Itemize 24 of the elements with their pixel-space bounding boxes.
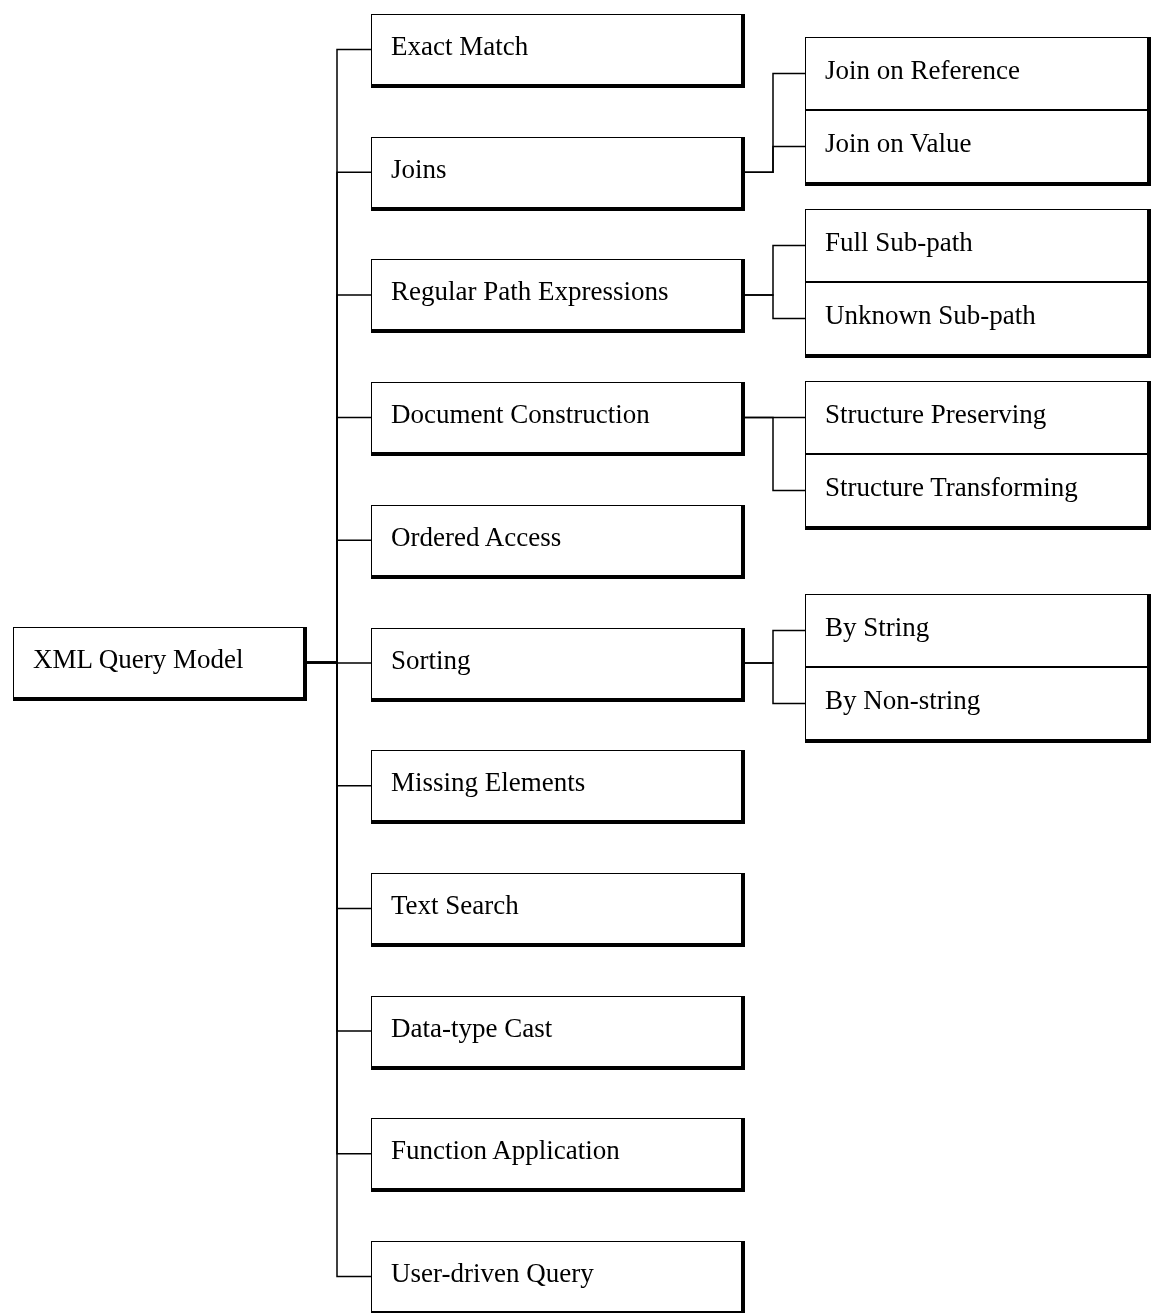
category-box: Document Construction <box>371 382 745 457</box>
connector-line <box>744 416 806 492</box>
category-box: Data-type Cast <box>371 995 745 1070</box>
category-box: Structure Transforming <box>805 454 1151 530</box>
category-box: XML Query Model <box>13 627 307 701</box>
category-box: Joins <box>371 136 745 211</box>
category-box: Missing Elements <box>371 750 745 825</box>
category-box: User-driven Query <box>371 1241 745 1313</box>
category-box: Exact Match <box>371 14 745 88</box>
category-box: Sorting <box>371 627 745 702</box>
category-box: Structure Preserving <box>805 381 1151 457</box>
category-box: Join on Reference <box>805 37 1151 113</box>
category-box: Regular Path Expressions <box>371 259 745 334</box>
category-box: Ordered Access <box>371 504 745 579</box>
category-box: By String <box>805 594 1151 670</box>
category-box: Join on Value <box>805 110 1151 186</box>
category-box: Unknown Sub-path <box>805 282 1151 358</box>
category-box: Full Sub-path <box>805 209 1151 285</box>
category-box: Function Application <box>371 1118 745 1193</box>
connector-line <box>744 662 806 705</box>
category-box: By Non-string <box>805 667 1151 743</box>
category-box: Text Search <box>371 872 745 947</box>
connector-line <box>744 294 806 320</box>
connector-line <box>744 145 806 173</box>
